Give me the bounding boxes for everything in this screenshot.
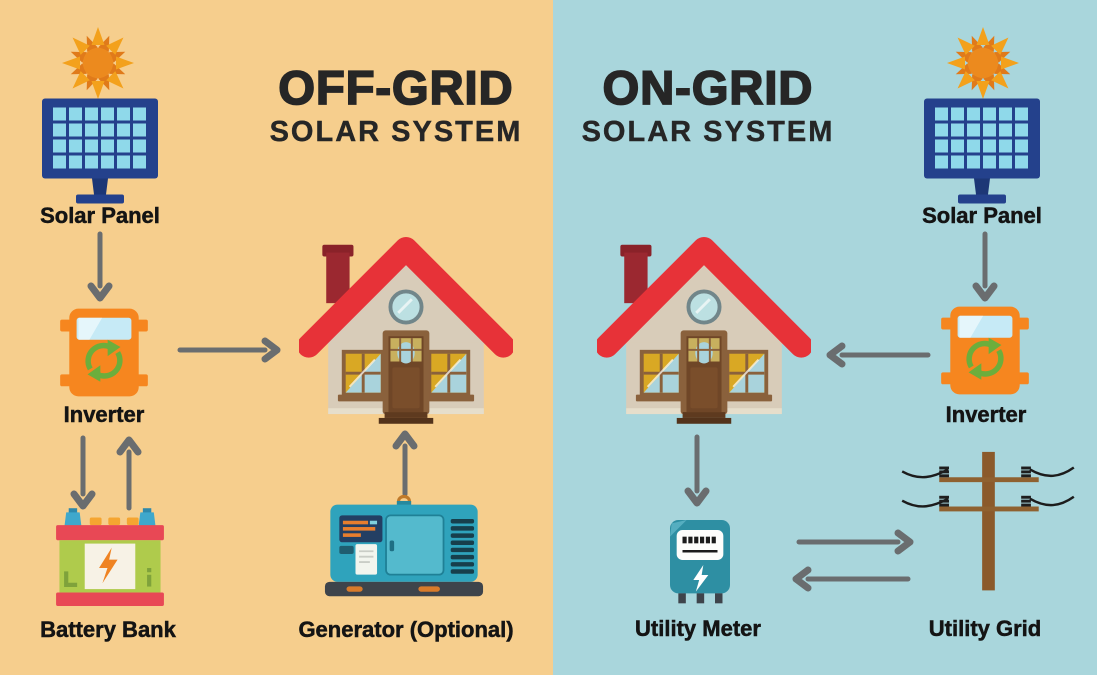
on-grid-utility-grid [900, 448, 1076, 606]
arrow-offgrid-inverter-to-battery [70, 435, 96, 510]
off-grid-inverter [60, 305, 148, 400]
off-grid-title: OFF-GRID [278, 61, 514, 114]
inverter-icon [60, 308, 148, 397]
arrow-ongrid-meter-to-grid [796, 529, 914, 555]
off-grid-title-block: OFF-GRID SOLAR SYSTEM [231, 61, 561, 149]
generator-icon [324, 494, 484, 597]
arrow-offgrid-battery-to-inverter [116, 436, 142, 511]
off-grid-solar-panel-label: Solar Panel [40, 203, 160, 229]
house-icon [597, 237, 811, 424]
solar-panel-icon [42, 98, 158, 204]
arrow-ongrid-inverter-to-house [826, 342, 931, 368]
arrow-offgrid-inverter-to-house [177, 337, 281, 363]
utility-meter-icon [670, 520, 730, 604]
off-grid-house [299, 227, 513, 426]
off-grid-inverter-label: Inverter [63, 402, 145, 428]
off-grid-generator [323, 492, 485, 598]
arrow-ongrid-solar-to-inverter [972, 231, 998, 302]
solar-panel-icon [924, 98, 1040, 204]
utility-pole-icon [901, 451, 1075, 591]
on-grid-inverter-label: Inverter [945, 402, 1027, 428]
on-grid-inverter [941, 303, 1029, 398]
off-grid-subtitle: SOLAR SYSTEM [269, 116, 523, 148]
on-grid-utility-grid-label: Utility Grid [928, 616, 1042, 642]
off-grid-battery-label: Battery Bank [40, 617, 176, 643]
off-grid-generator-label: Generator (Optional) [298, 617, 514, 643]
on-grid-house [597, 227, 811, 426]
house-icon [299, 237, 513, 424]
battery-icon [56, 508, 164, 606]
arrow-offgrid-solar-to-inverter [87, 231, 113, 302]
on-grid-sun [947, 27, 1019, 99]
arrow-ongrid-grid-to-meter [792, 566, 911, 592]
off-grid-solar-panel [40, 98, 160, 204]
on-grid-utility-meter [660, 515, 740, 605]
sun-icon [947, 27, 1019, 99]
off-grid-battery [51, 504, 169, 611]
on-grid-title-block: ON-GRID SOLAR SYSTEM [543, 61, 873, 149]
sun-icon [62, 27, 134, 99]
arrow-offgrid-generator-to-house [392, 430, 418, 497]
on-grid-subtitle: SOLAR SYSTEM [581, 116, 835, 148]
inverter-icon [941, 306, 1029, 395]
on-grid-solar-panel-label: Solar Panel [922, 203, 1042, 229]
on-grid-title: ON-GRID [602, 61, 814, 114]
on-grid-utility-meter-label: Utility Meter [635, 616, 761, 642]
on-grid-solar-panel [922, 98, 1042, 204]
arrow-ongrid-house-to-meter [684, 434, 710, 507]
off-grid-sun [62, 27, 134, 99]
